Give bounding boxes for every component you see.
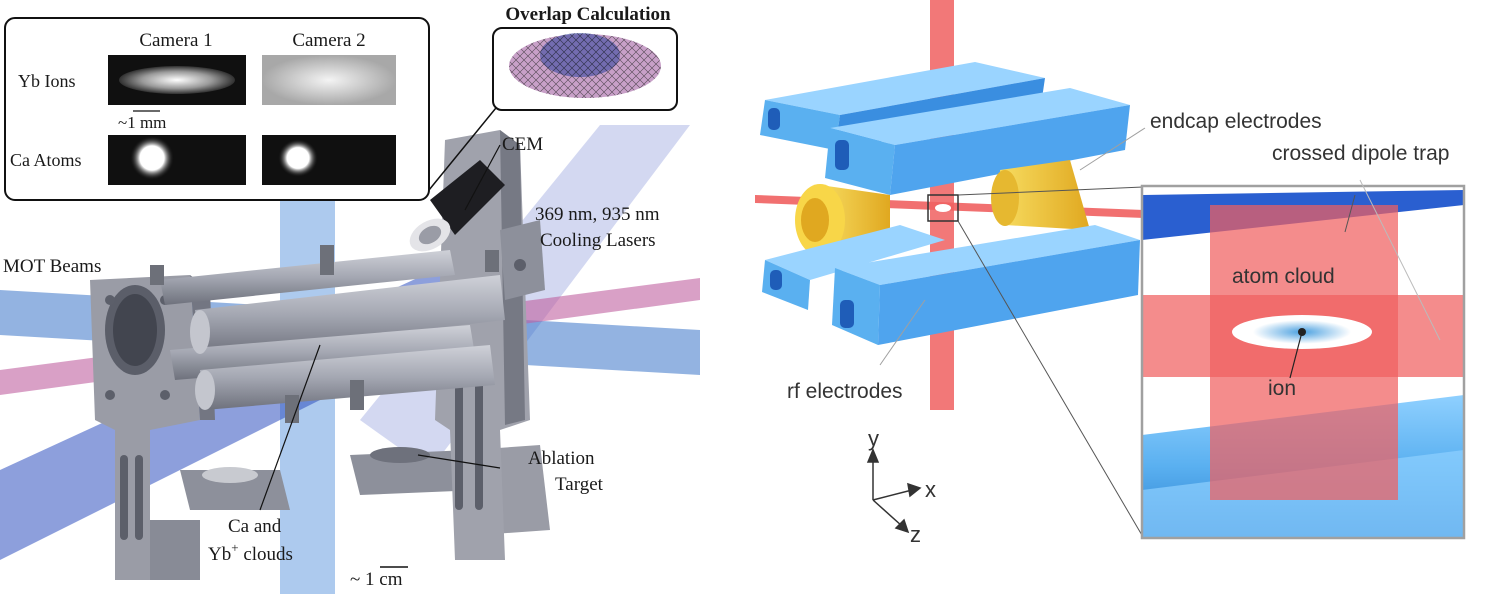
atom-cloud-label: atom cloud: [1232, 265, 1335, 288]
right-support-frame: [435, 130, 545, 560]
cm-scale-label: ~ 1 cm: [350, 569, 403, 590]
left-apparatus-panel: Camera 1 Camera 2 Yb Ions Ca Atoms ~1 mm…: [0, 4, 700, 594]
mm-scale-label: ~1 mm: [118, 113, 166, 132]
axis-triad: [866, 448, 922, 534]
ca-atom-image-cam1: [108, 135, 246, 185]
endcap-pointer: [1079, 127, 1146, 171]
cooling-lasers-label-line1: 369 nm, 935 nm: [535, 204, 660, 225]
clouds-pointer-line: [259, 344, 321, 511]
endcap-label: endcap electrodes: [1150, 110, 1322, 133]
camera1-label: Camera 1: [139, 30, 212, 51]
cooling-lasers-label-line2: Cooling Lasers: [540, 230, 656, 251]
cem-pointer-line: [464, 144, 501, 211]
mot-beams-label: MOT Beams: [3, 256, 101, 277]
ablation-label-line1: Ablation: [528, 448, 595, 469]
camera-inset: Camera 1 Camera 2 Yb Ions Ca Atoms ~1 mm: [4, 17, 430, 201]
rf-electrodes-top: [760, 62, 1130, 195]
zoom-inset: [1140, 184, 1466, 540]
axis-z-label: z: [910, 522, 921, 547]
endcap-electrodes: [795, 160, 1090, 256]
overlap-inset: Overlap Calculation: [428, 4, 678, 191]
trap-center-box: [927, 194, 959, 222]
axis-y-label: y: [868, 426, 879, 451]
yb-ions-label: Yb Ions: [18, 71, 76, 91]
clouds-label-line2: Yb+ clouds: [208, 540, 293, 565]
dipole-pointer-1: [1344, 194, 1356, 233]
overlap-label: Overlap Calculation: [505, 4, 671, 25]
electrode-rods: [150, 245, 505, 423]
clouds-label-line1: Ca and: [228, 516, 282, 537]
right-trap-panel: y x z endcap electrodes crossed dipole t…: [755, 0, 1466, 547]
ion-label: ion: [1268, 377, 1296, 400]
ablation-label-line2: Target: [555, 474, 604, 495]
dipole-label: crossed dipole trap: [1272, 142, 1449, 165]
cem-detector: [409, 160, 505, 252]
camera2-label: Camera 2: [292, 30, 365, 51]
rf-pointer: [879, 299, 926, 366]
ca-atoms-label: Ca Atoms: [10, 150, 82, 170]
ablation-pointer-line: [417, 454, 501, 469]
cem-label: CEM: [502, 134, 543, 155]
dipole-pointer-2: [1359, 179, 1441, 341]
axis-x-label: x: [925, 477, 936, 502]
yb-ion-image-cam2: [262, 55, 396, 105]
rf-electrodes-bottom: [762, 225, 1140, 345]
rf-label: rf electrodes: [787, 380, 903, 403]
